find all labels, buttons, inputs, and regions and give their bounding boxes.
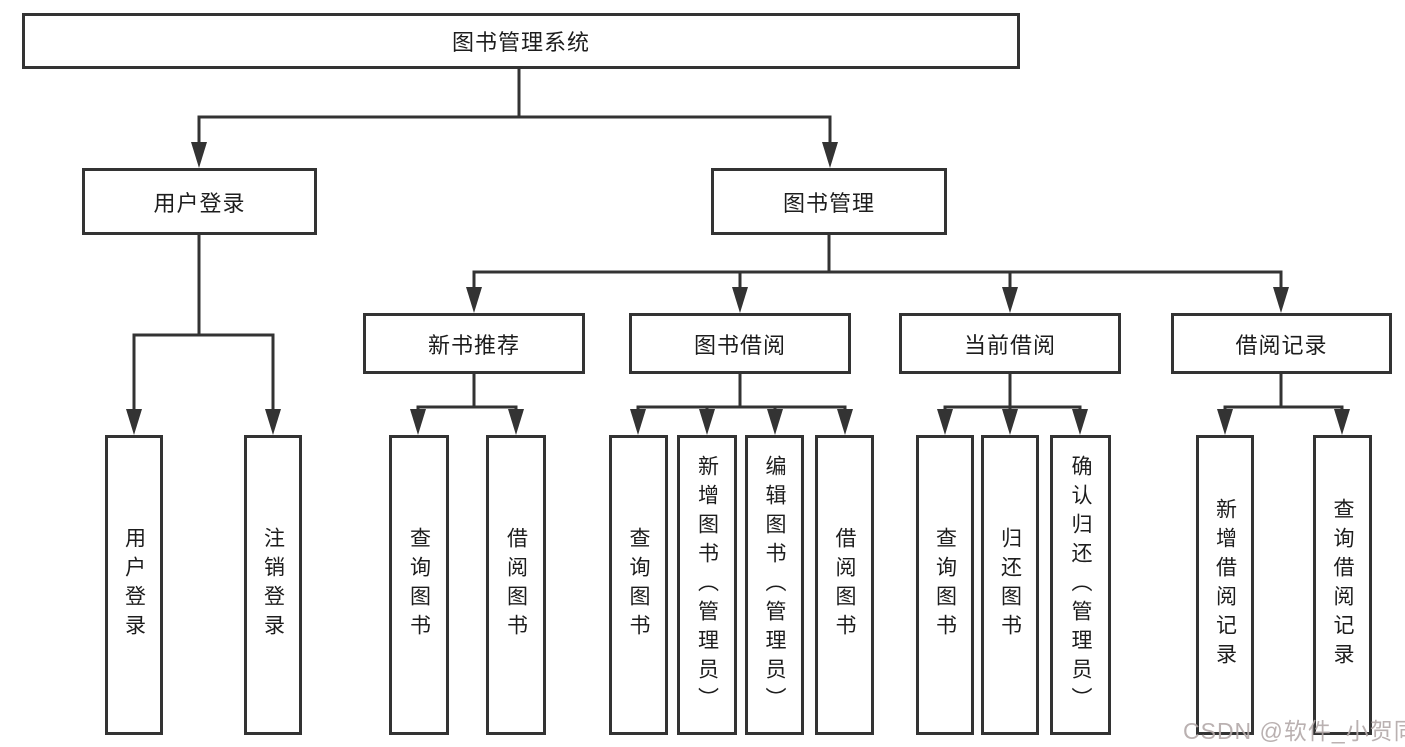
leaf-current-confirm-return-admin: 确认归还（管理员） [1050, 435, 1111, 735]
leaf-user-login-label: 用户登录 [122, 527, 146, 643]
arrow-down-icon [466, 287, 482, 313]
leaf-current-return-books: 归还图书 [981, 435, 1039, 735]
node-user-login-label: 用户登录 [153, 190, 246, 216]
leaf-borrow-add-books-admin: 新增图书（管理员） [677, 435, 737, 735]
arrow-down-icon [732, 287, 748, 313]
arrow-down-icon [1002, 287, 1018, 313]
arrow-down-icon [937, 409, 953, 435]
arrow-down-icon [126, 409, 142, 435]
node-book-management: 图书管理 [711, 168, 947, 235]
leaf-recommend-query-books-label: 查询图书 [407, 527, 431, 643]
leaf-logout: 注销登录 [244, 435, 302, 735]
arrow-down-icon [767, 409, 783, 435]
leaf-borrow-edit-books-admin: 编辑图书（管理员） [745, 435, 804, 735]
arrow-down-icon [410, 409, 426, 435]
arrow-down-icon [191, 142, 207, 168]
node-book-management-label: 图书管理 [782, 190, 875, 216]
leaf-borrow-query-books-label: 查询图书 [627, 527, 650, 643]
leaf-recommend-borrow-books-label: 借阅图书 [504, 527, 528, 643]
node-book-borrow: 图书借阅 [629, 313, 851, 374]
arrow-down-icon [699, 409, 715, 435]
leaf-recommend-query-books: 查询图书 [389, 435, 449, 735]
csdn-watermark: CSDN @软件_小贺同学 [1183, 718, 1405, 744]
leaf-borrow-edit-books-admin-label: 编辑图书（管理员） [763, 454, 786, 716]
arrow-down-icon [1273, 287, 1289, 313]
arrow-down-icon [265, 409, 281, 435]
leaf-borrow-borrow-books-label: 借阅图书 [833, 527, 856, 643]
node-current-borrow-label: 当前借阅 [963, 332, 1056, 358]
leaf-records-query-record: 查询借阅记录 [1313, 435, 1372, 735]
leaf-borrow-add-books-admin-label: 新增图书（管理员） [695, 454, 719, 716]
leaf-current-query-books-label: 查询图书 [933, 527, 957, 643]
arrow-down-icon [1072, 409, 1088, 435]
leaf-user-login: 用户登录 [105, 435, 163, 735]
leaf-current-query-books: 查询图书 [916, 435, 974, 735]
leaf-logout-label: 注销登录 [261, 527, 285, 643]
node-borrow-records: 借阅记录 [1171, 313, 1392, 374]
node-root-label: 图书管理系统 [451, 30, 590, 55]
node-user-login: 用户登录 [82, 168, 317, 235]
arrow-down-icon [1334, 409, 1350, 435]
leaf-records-add-record-label: 新增借阅记录 [1213, 498, 1237, 672]
arrow-down-icon [508, 409, 524, 435]
leaf-borrow-borrow-books: 借阅图书 [815, 435, 874, 735]
arrow-down-icon [1217, 409, 1233, 435]
arrow-down-icon [1002, 409, 1018, 435]
node-borrow-records-label: 借阅记录 [1235, 332, 1328, 358]
leaf-current-confirm-return-admin-label: 确认归还（管理员） [1069, 454, 1092, 716]
node-root: 图书管理系统 [22, 13, 1020, 69]
leaf-recommend-borrow-books: 借阅图书 [486, 435, 546, 735]
node-current-borrow: 当前借阅 [899, 313, 1121, 374]
node-new-book-recommend-label: 新书推荐 [427, 332, 520, 358]
leaf-records-add-record: 新增借阅记录 [1196, 435, 1254, 735]
arrow-down-icon [630, 409, 646, 435]
leaf-records-query-record-label: 查询借阅记录 [1331, 498, 1354, 672]
node-new-book-recommend: 新书推荐 [363, 313, 585, 374]
arrow-down-icon [837, 409, 853, 435]
leaf-current-return-books-label: 归还图书 [998, 527, 1022, 643]
leaf-borrow-query-books: 查询图书 [609, 435, 668, 735]
node-book-borrow-label: 图书借阅 [693, 332, 786, 358]
arrow-down-icon [822, 142, 838, 168]
